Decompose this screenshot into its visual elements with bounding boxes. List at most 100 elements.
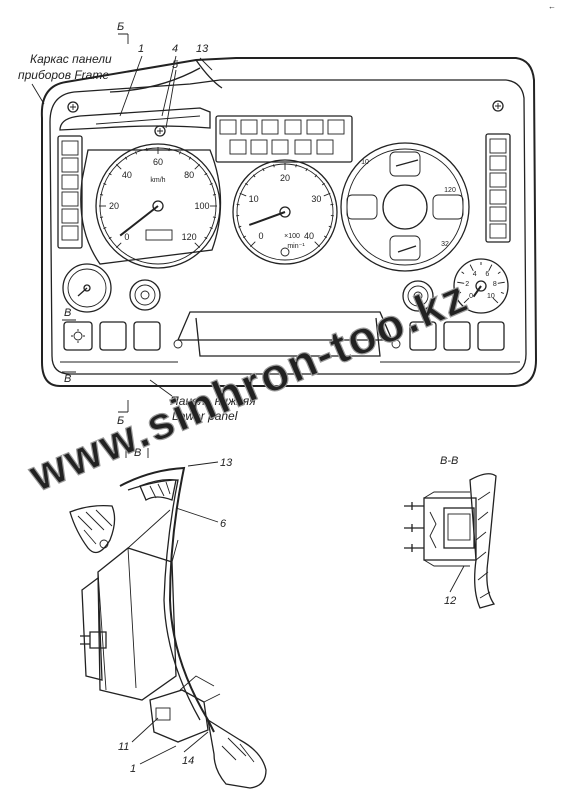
combo-rim <box>340 142 470 272</box>
gauge-rim <box>95 143 221 269</box>
rheostat-knob-left <box>129 279 161 311</box>
gauge-tick <box>458 292 462 294</box>
callout-6: 6 <box>220 518 227 530</box>
gauge-tick <box>323 235 328 238</box>
speedometer-unit: km/h <box>150 177 165 184</box>
gauge-tick <box>204 236 208 240</box>
small-gauge-rim <box>62 263 112 313</box>
leader-1 <box>119 55 143 117</box>
gauge-tick-label: 6 <box>485 271 489 278</box>
gauge-tick <box>209 183 213 185</box>
section-vv-view: В-В 12 <box>404 455 497 609</box>
combo-subdial <box>432 194 464 220</box>
corner-mark: ← <box>548 2 556 11</box>
leader-13-side <box>187 461 219 467</box>
combo-subdial <box>346 194 378 220</box>
gauge-tick <box>108 172 112 176</box>
switch-body <box>423 497 477 561</box>
lower-switch-assembly <box>149 689 209 743</box>
gauge-tick <box>497 271 501 275</box>
mounting-screw <box>67 101 79 113</box>
combo-subdial <box>389 151 421 177</box>
gauge-hub <box>475 280 487 292</box>
leader-11 <box>131 717 159 743</box>
leader-13 <box>199 57 213 71</box>
gauge-tick <box>168 148 170 152</box>
gauge-tick <box>209 227 213 229</box>
odometer-window <box>145 229 173 241</box>
center-recess <box>177 311 393 341</box>
gauge-tick <box>212 216 216 218</box>
combo-label: 10 <box>361 159 369 166</box>
gauge-rim <box>453 258 509 314</box>
gauge-tick <box>314 174 318 178</box>
gauge-tick-label: 120 <box>182 232 197 242</box>
gauge-tick <box>488 264 493 272</box>
gauge-tick-label: 2 <box>465 281 469 288</box>
callout-12: 12 <box>444 595 456 607</box>
tachometer-multiplier: ×100 <box>284 233 300 240</box>
gauge-tick <box>469 264 474 272</box>
gauge-tick <box>250 241 256 247</box>
section-mark-v-bottom: В <box>64 373 71 385</box>
section-line-v <box>62 319 76 373</box>
gauge-tick-label: 80 <box>184 170 194 180</box>
mounting-screw <box>492 100 504 112</box>
frame-caption-line1: Каркас панели <box>30 52 112 66</box>
right-switch-strip <box>485 133 511 243</box>
gauge-tick-label: 0 <box>124 232 129 242</box>
gauge-hub <box>83 284 91 292</box>
leader-12 <box>449 565 465 593</box>
side-section-view: В 13 6 11 1 1 <box>69 447 267 789</box>
leader-14 <box>183 731 209 753</box>
gauge-tick <box>305 168 308 172</box>
frame-caption-line2: приборов Frame <box>18 68 109 82</box>
gauge-tick <box>212 194 216 196</box>
tachometer-unit: min⁻¹ <box>287 243 305 250</box>
switch-terminals <box>404 502 424 552</box>
gauge-tick <box>328 225 332 228</box>
section-vv-title: В-В <box>440 455 458 467</box>
lower-panel-outline <box>195 317 381 357</box>
panel-shell-section <box>119 466 215 733</box>
gauge-tick <box>179 151 181 155</box>
gauge-tick-label: 20 <box>109 201 119 211</box>
gauge-hub <box>279 206 291 218</box>
left-hatched-part <box>69 504 116 554</box>
section-wall <box>469 473 497 609</box>
gauge-tick-label: 8 <box>493 281 497 288</box>
leader-6 <box>175 507 219 523</box>
leader-1-bottom <box>139 745 177 765</box>
panel-frame-inner <box>49 79 527 375</box>
bottom-left-switches <box>63 321 161 351</box>
section-mark-b-bottom: Б <box>117 415 124 427</box>
tachometer-lamp <box>280 247 290 257</box>
speedometer-bezel <box>80 149 222 265</box>
gauge-tick-label: 30 <box>311 194 321 204</box>
gauge-tick <box>204 172 208 176</box>
gauge-tick <box>457 281 465 284</box>
lower-panel-caption-ru: Панель нижняя <box>170 394 256 408</box>
lower-panel-part <box>207 718 267 789</box>
gauge-tick <box>262 168 265 172</box>
cluster-visor <box>59 107 211 131</box>
gauge-tick <box>245 182 249 186</box>
gauge-needle <box>119 205 159 237</box>
callout-5: 5 <box>172 59 179 71</box>
leader-lower <box>149 379 173 397</box>
gauge-tick <box>100 194 104 196</box>
small-gauge-inner <box>67 268 107 308</box>
gauge-tick <box>194 242 201 249</box>
connector-stub <box>80 631 107 649</box>
leader-5 <box>165 69 177 129</box>
top-shell <box>109 59 223 93</box>
shell-cap-hatched <box>139 478 177 501</box>
gauge-tick <box>500 292 504 294</box>
section-mark-v-detail: В <box>134 447 141 459</box>
combo-needle <box>397 245 417 253</box>
gauge-tick-label: 60 <box>153 157 163 167</box>
